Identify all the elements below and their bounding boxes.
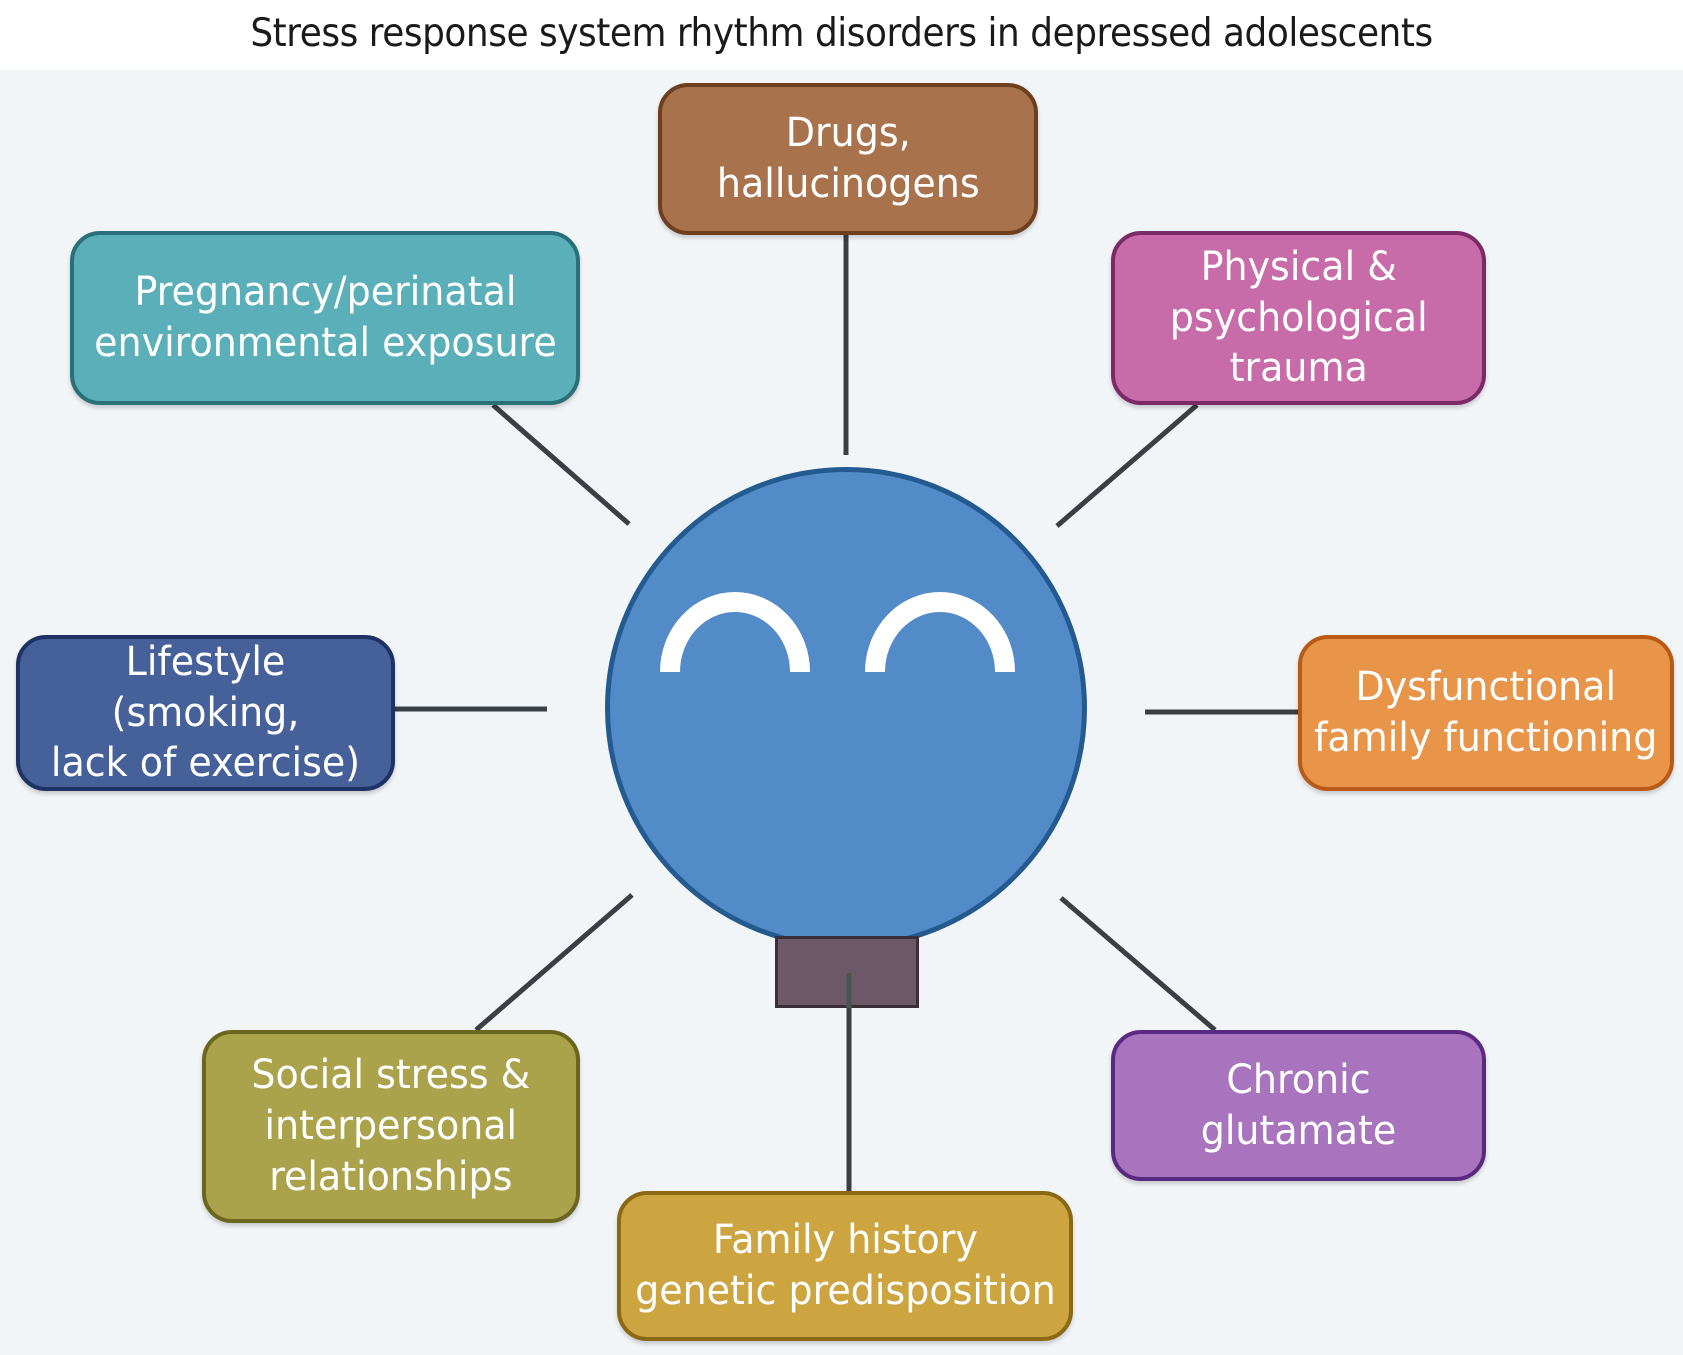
right-eye-arc-icon [865,592,1015,673]
connector-social-stress [474,893,634,1032]
factor-box-pregnancy: Pregnancy/perinatal environmental exposu… [70,231,580,405]
factor-box-glutamate: Chronic glutamate [1111,1030,1486,1181]
head-neck-base [775,936,919,1008]
factor-label-glutamate: Chronic glutamate [1200,1056,1397,1154]
factor-label-social-stress: Social stress & interpersonal relationsh… [251,1052,531,1200]
connector-glutamate [1059,896,1217,1032]
connector-pregnancy [491,403,631,526]
connector-trauma [1055,403,1199,528]
smiling-head-icon [605,467,1087,949]
factor-box-lifestyle: Lifestyle (smoking, lack of exercise) [16,635,395,791]
factor-label-family-history: Family history genetic predisposition [634,1217,1056,1314]
factor-label-drugs: Drugs, hallucinogens [716,110,980,207]
factor-box-family-functioning: Dysfunctional family functioning [1298,635,1674,791]
factor-box-family-history: Family history genetic predisposition [617,1191,1073,1341]
factor-label-pregnancy: Pregnancy/perinatal environmental exposu… [93,269,557,366]
factor-box-trauma: Physical & psychological trauma [1111,231,1486,405]
factor-box-social-stress: Social stress & interpersonal relationsh… [202,1030,580,1223]
diagram-title: Stress response system rhythm disorders … [250,10,1433,56]
factor-label-family-functioning: Dysfunctional family functioning [1314,664,1658,761]
factor-box-drugs: Drugs, hallucinogens [658,83,1038,235]
factor-label-lifestyle: Lifestyle (smoking, lack of exercise) [50,638,361,787]
factor-label-trauma: Physical & psychological trauma [1169,243,1428,392]
left-eye-arc-icon [660,592,810,673]
